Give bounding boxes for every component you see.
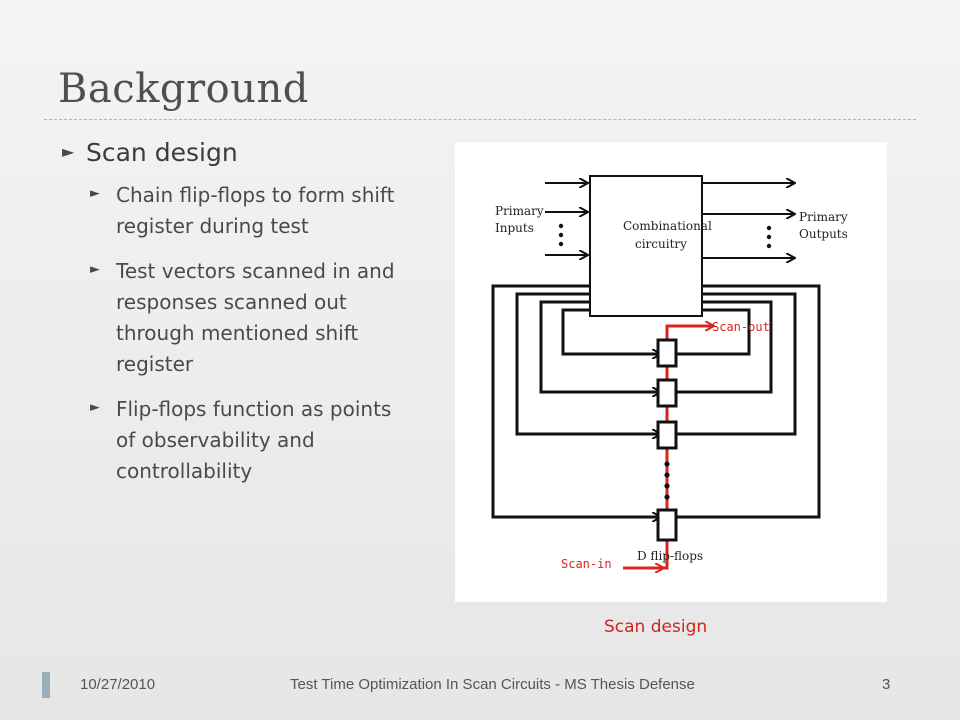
d-flip-flops-label: D flip-flops <box>637 549 703 563</box>
feedback-loop <box>675 308 751 356</box>
ellipsis-dot <box>558 223 564 229</box>
feedback-loop <box>675 292 797 436</box>
sub-bullet-item: ► Test vectors scanned in and responses … <box>90 256 407 380</box>
ellipsis-dot <box>558 232 564 238</box>
ellipsis-dot <box>664 494 670 500</box>
slide-title: Background <box>58 66 309 112</box>
ellipsis-dot <box>558 241 564 247</box>
sub-bullet-arrow-icon: ► <box>90 400 100 415</box>
sub-bullet-text: Test vectors scanned in and responses sc… <box>116 259 395 376</box>
title-divider <box>44 119 916 120</box>
flip-flop <box>656 378 678 408</box>
primary-inputs-label: Primary <box>495 204 544 218</box>
combinational-label: Combinational <box>623 219 712 233</box>
footer-accent <box>42 672 50 698</box>
bullet-list: ► Scan design ► Chain flip-flops to form… <box>62 136 407 501</box>
diagram-caption: Scan design <box>604 617 708 637</box>
scan-out-arrow <box>665 326 713 340</box>
bullet-text: Scan design <box>86 138 238 167</box>
ellipsis-dot <box>766 234 772 240</box>
feedback-loop <box>561 308 660 354</box>
sub-bullet-text: Flip-flops function as points of observa… <box>116 397 392 483</box>
sub-bullet-item: ► Chain flip-flops to form shift registe… <box>90 180 407 242</box>
flip-flop <box>656 508 678 542</box>
ellipsis-dot <box>664 483 670 489</box>
flip-flop <box>656 420 678 450</box>
ellipsis-dot <box>766 243 772 249</box>
scan-out-label: Scan-out <box>712 320 770 334</box>
combinational-block <box>589 175 703 317</box>
scan-design-diagram: Combinational circuitry Primary Inputs P… <box>455 142 887 602</box>
primary-outputs-label-2: Outputs <box>799 227 848 241</box>
sub-bullet-item: ► Flip-flops function as points of obser… <box>90 394 407 487</box>
combinational-label-2: circuitry <box>635 237 687 251</box>
bullet-arrow-icon: ► <box>62 142 75 161</box>
page-number: 3 <box>882 676 891 693</box>
feedback-loop <box>675 284 821 519</box>
footer-date: 10/27/2010 <box>80 676 156 693</box>
ellipsis-dot <box>766 225 772 231</box>
primary-inputs-label-2: Inputs <box>495 221 534 235</box>
sub-bullet-arrow-icon: ► <box>90 186 100 201</box>
primary-outputs-label: Primary <box>799 210 848 224</box>
feedback-loop <box>539 300 660 392</box>
ellipsis-dot <box>664 472 670 478</box>
ellipsis-dot <box>664 461 670 467</box>
sub-bullet-text: Chain flip-flops to form shift register … <box>116 183 395 238</box>
feedback-loop <box>515 292 660 434</box>
feedback-loop <box>491 284 660 517</box>
scan-in-label: Scan-in <box>561 557 612 571</box>
flip-flop <box>656 338 678 368</box>
footer-title: Test Time Optimization In Scan Circuits … <box>290 676 695 693</box>
feedback-loop <box>675 300 773 394</box>
sub-bullet-arrow-icon: ► <box>90 262 100 277</box>
bullet-item: ► Scan design <box>62 136 407 170</box>
